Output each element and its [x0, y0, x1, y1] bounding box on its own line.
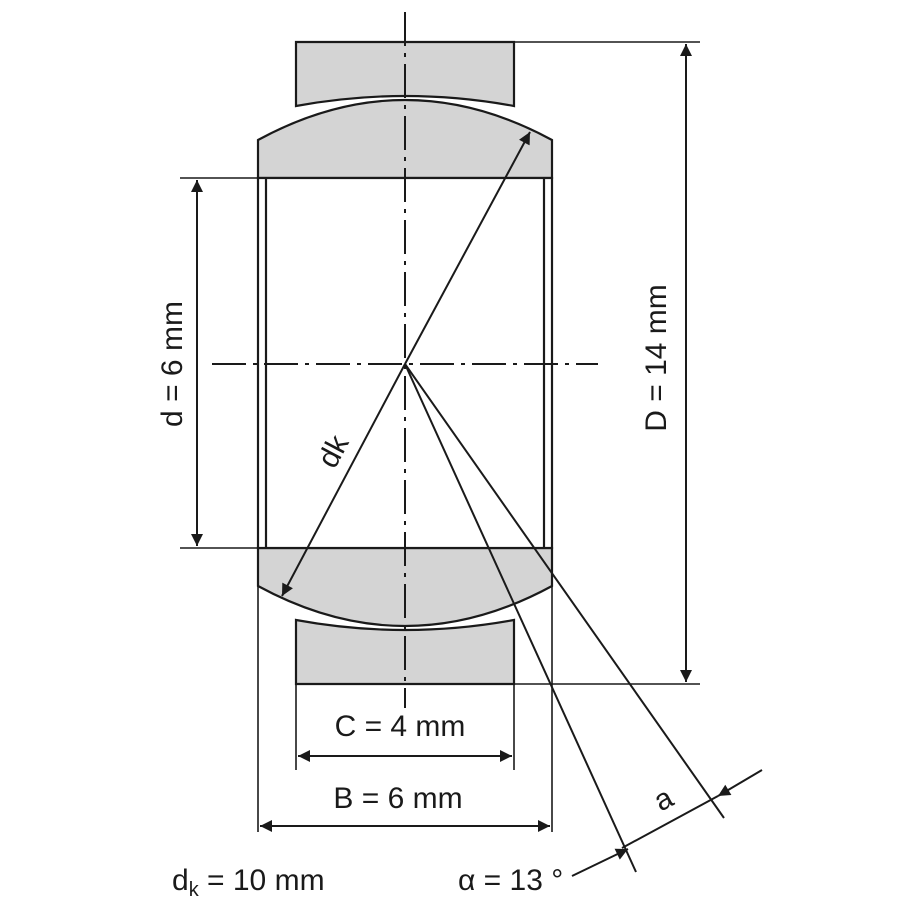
tilt-line-1 — [404, 363, 637, 873]
tilt-arrow-upper — [717, 769, 763, 797]
tilt-dimension-line — [621, 795, 719, 849]
label-tilt-angle: α = 13 ° — [458, 864, 563, 897]
label-ball-diameter-subscript: k — [189, 879, 200, 900]
label-ball-diameter-value: = 10 mm — [199, 864, 325, 897]
tilt-line-2 — [404, 363, 725, 819]
label-inner-ring-width: B = 6 mm — [333, 782, 462, 815]
label-outer-ring-width: C = 4 mm — [335, 710, 466, 743]
dimension-dk-upper — [404, 131, 531, 365]
label-bore-diameter: d = 6 mm — [156, 301, 189, 427]
label-tilt-symbol: a — [648, 781, 679, 818]
label-outer-diameter: D = 14 mm — [640, 284, 673, 432]
dimension-dk-lower — [281, 363, 406, 597]
label-ball-diameter: dk = 10 mm — [172, 864, 325, 900]
label-ball-diameter-prefix: d — [172, 864, 189, 897]
tilt-arrow-lower — [571, 848, 629, 877]
